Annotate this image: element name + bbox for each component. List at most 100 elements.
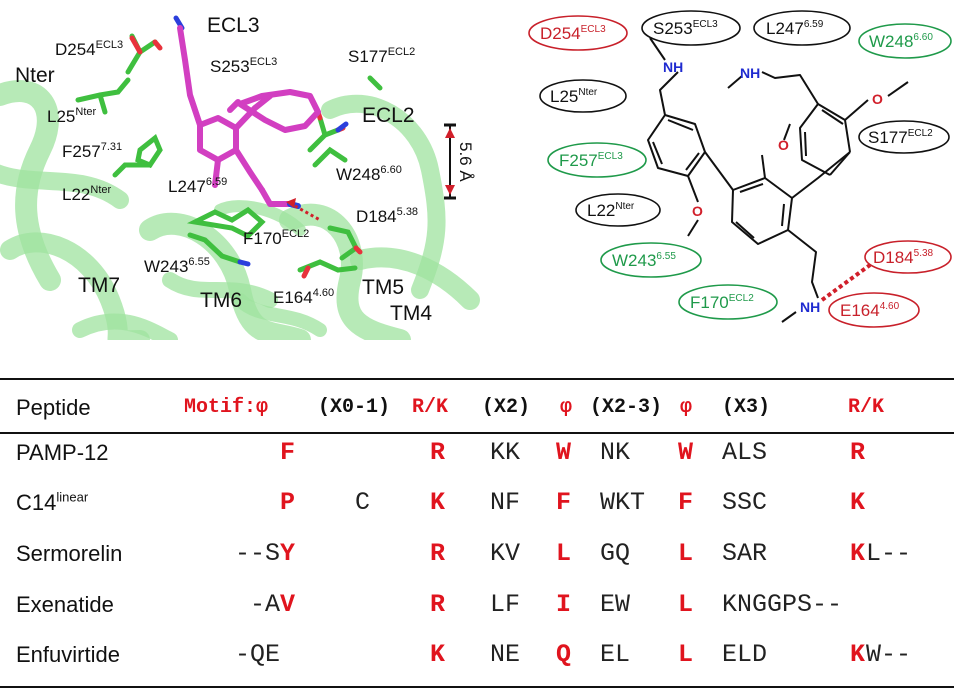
header-phi3: φ: [680, 396, 693, 419]
header-phi2: φ: [560, 396, 573, 419]
header-x01: (X0-1): [318, 396, 391, 419]
label-nter: Nter: [15, 64, 55, 87]
sequence-segment: NF: [490, 488, 521, 517]
peptide-name-text: Sermorelin: [16, 541, 123, 566]
ligand-sticks: [177, 25, 321, 207]
motif-residue: V: [280, 590, 296, 619]
motif-residue: R: [430, 590, 446, 619]
salt-bridge-dash: [294, 204, 321, 222]
sequence-segment: W--: [866, 640, 912, 669]
residue-label: S177ECL2: [348, 46, 415, 66]
pill-labels: D254ECL3 S253ECL3 L2476.59 W2486.60 L25N…: [540, 19, 934, 320]
sequence-prefix: --S: [235, 539, 281, 568]
peptide-name: PAMP-12: [16, 440, 109, 466]
motif-residue: W: [556, 438, 572, 467]
sequence-segment: NK: [600, 438, 631, 467]
pill-label: W2436.55: [612, 251, 676, 270]
sequence-segment: EL: [600, 640, 631, 669]
sequence-segment: ALS: [722, 438, 768, 467]
motif-residue: K: [850, 488, 866, 517]
pill-label: F170ECL2: [690, 293, 754, 312]
peptide-name-text: Enfuvirtide: [16, 642, 120, 667]
distance-marker: 5.6 Å: [444, 123, 475, 200]
sequence-prefix: -A: [250, 590, 281, 619]
label-ecl2: ECL2: [362, 104, 415, 127]
motif-residue: L: [678, 590, 694, 619]
motif-residue: K: [430, 488, 446, 517]
motif-residue: F: [280, 438, 296, 467]
motif-residue: K: [850, 539, 866, 568]
oxygen-label: O: [778, 137, 789, 153]
peptide-name: Enfuvirtide: [16, 642, 120, 668]
sequence-segment: ELD: [722, 640, 768, 669]
sequence-segment: SSC: [722, 488, 768, 517]
residue-label: S253ECL3: [210, 56, 277, 76]
motif-residue: Q: [556, 640, 572, 669]
motif-residue: W: [678, 438, 694, 467]
label-tm5: TM5: [362, 276, 404, 299]
pill-label: E1644.60: [840, 301, 900, 320]
oxygen-label: O: [872, 91, 883, 107]
sequence-segment: SAR: [722, 539, 768, 568]
amine-nh-label: NH: [663, 59, 683, 75]
protein-ribbons: [0, 80, 480, 340]
pill-label: L25Nter: [550, 87, 598, 106]
table-bottom-rule: [0, 686, 954, 688]
sequence-segment: LF: [490, 590, 521, 619]
peptide-name-text: Exenatide: [16, 592, 114, 617]
motif-residue: F: [556, 488, 572, 517]
sequence-segment: GQ: [600, 539, 631, 568]
label-tm6: TM6: [200, 289, 242, 312]
label-tm4: TM4: [390, 302, 432, 325]
peptide-name-sup: linear: [56, 489, 89, 505]
residue-label: W2436.55: [144, 256, 210, 276]
motif-residue: K: [430, 640, 446, 669]
label-ecl3: ECL3: [207, 14, 260, 37]
residue-label: L2476.59: [168, 176, 227, 196]
pill-label: S253ECL3: [653, 19, 718, 38]
sequence-segment: KV: [490, 539, 521, 568]
table-top-rule: [0, 378, 954, 380]
peptide-name: C14linear: [16, 490, 88, 516]
salt-bridge-dash-2d: [820, 263, 872, 302]
peptide-name: Sermorelin: [16, 541, 122, 567]
motif-residue: I: [556, 590, 572, 619]
sequence-segment: WKT: [600, 488, 646, 517]
peptide-name-text: PAMP-12: [16, 440, 109, 465]
residue-label: D254ECL3: [55, 39, 123, 59]
oxygen-tips: [129, 35, 363, 279]
pill-label: W2486.60: [869, 32, 933, 51]
header-peptide: Peptide: [16, 395, 91, 420]
residue-label: L25Nter: [47, 106, 96, 126]
header-x23: (X2-3): [590, 396, 663, 419]
distance-label: 5.6 Å: [456, 142, 475, 182]
sequence-segment: NE: [490, 640, 521, 669]
residue-label: D1845.38: [356, 206, 418, 226]
sequence-segment: KNGGPS--: [722, 590, 843, 619]
pill-label: S177ECL2: [868, 128, 933, 147]
motif-residue: K: [850, 640, 866, 669]
amine-nh-label: NH: [740, 65, 760, 81]
motif-residue: L: [678, 539, 694, 568]
pill-label: D1845.38: [873, 248, 934, 267]
peptide-name-text: C14: [16, 490, 57, 515]
pill-label: F257ECL3: [559, 151, 623, 170]
header-motif: Motif:φ: [184, 396, 269, 419]
motif-residue: R: [430, 438, 446, 467]
pill-label: L22Nter: [587, 201, 635, 220]
peptide-motif-table: Peptide Motif:φ (X0-1) R/K (X2) φ (X2-3)…: [0, 378, 954, 690]
residue-label: W2486.60: [336, 164, 402, 184]
molecule-skeleton: [647, 37, 909, 323]
residue-label: F170ECL2: [243, 228, 309, 248]
header-x2: (X2): [482, 396, 531, 419]
header-rk2: R/K: [848, 396, 885, 419]
amine-nh-label: NH: [800, 299, 820, 315]
motif-residue: Y: [280, 539, 296, 568]
motif-residue: R: [430, 539, 446, 568]
sequence-segment: C: [355, 488, 371, 517]
motif-residue: R: [850, 438, 866, 467]
pill-label: L2476.59: [766, 19, 824, 38]
sequence-prefix: -QE: [235, 640, 281, 669]
table-header-rule: [0, 432, 954, 434]
residue-pills: [528, 10, 952, 328]
